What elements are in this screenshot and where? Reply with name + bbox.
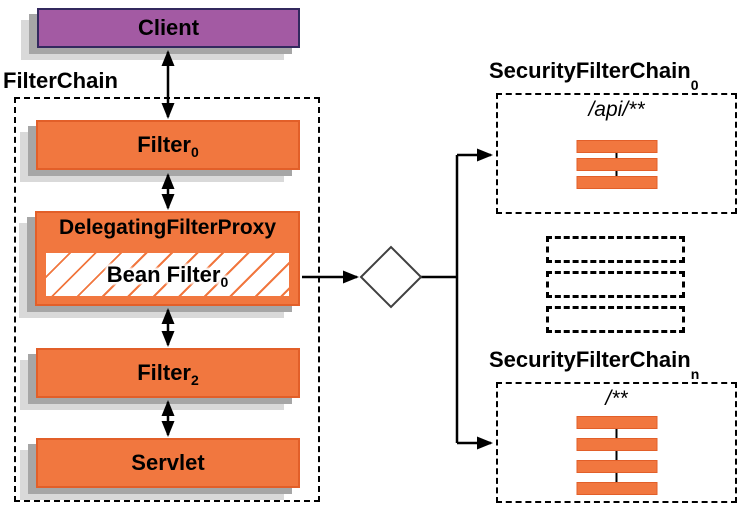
security-filter-chain-0-title-text: SecurityFilterChain	[489, 58, 691, 83]
client-label: Client	[137, 15, 200, 40]
filter-bar	[576, 482, 657, 495]
delegating-filter-proxy-title: DelegatingFilterProxy	[58, 216, 277, 239]
security-filter-chain-n-url-pattern: /**	[605, 387, 628, 410]
filter-bar	[576, 438, 657, 451]
servlet-label: Servlet	[131, 450, 205, 475]
bean-filter-label: Bean Filter	[106, 261, 221, 287]
security-filter-chain-0-filter-stack	[576, 140, 657, 189]
client-node: Client	[21, 8, 300, 60]
security-filter-chain-0-title: SecurityFilterChain0	[489, 58, 699, 92]
filterchain-title: FilterChain	[3, 68, 118, 93]
security-filter-chain-n-filter-stack	[576, 416, 657, 495]
security-filter-chain-n-container: /**	[496, 382, 737, 503]
filter2-label: Filter	[137, 360, 191, 385]
servlet-node: Servlet	[20, 438, 300, 500]
security-filter-chain-0-container: /api/**	[496, 93, 737, 214]
security-filter-chain-n-title: SecurityFilterChainn	[489, 347, 699, 381]
filter-bar	[576, 460, 657, 473]
security-filter-chain-n-title-text: SecurityFilterChain	[489, 347, 691, 372]
placeholder-chain-box	[546, 306, 685, 333]
placeholder-chain-box	[546, 236, 685, 263]
placeholder-chains	[546, 236, 685, 341]
client-box: Client	[37, 8, 300, 48]
filter0-label: Filter	[137, 132, 191, 157]
filter-bar	[576, 158, 657, 171]
filter-bar	[576, 140, 657, 153]
servlet-box: Servlet	[36, 438, 300, 488]
security-filter-chain-n-subscript: n	[690, 366, 700, 383]
filter-bar	[576, 416, 657, 429]
filter-bar	[576, 176, 657, 189]
security-filter-chain-0-subscript: 0	[690, 77, 699, 94]
placeholder-chain-box	[546, 271, 685, 298]
decision-question-label: ?	[383, 261, 399, 292]
security-filter-chain-0-url-pattern: /api/**	[588, 98, 645, 121]
